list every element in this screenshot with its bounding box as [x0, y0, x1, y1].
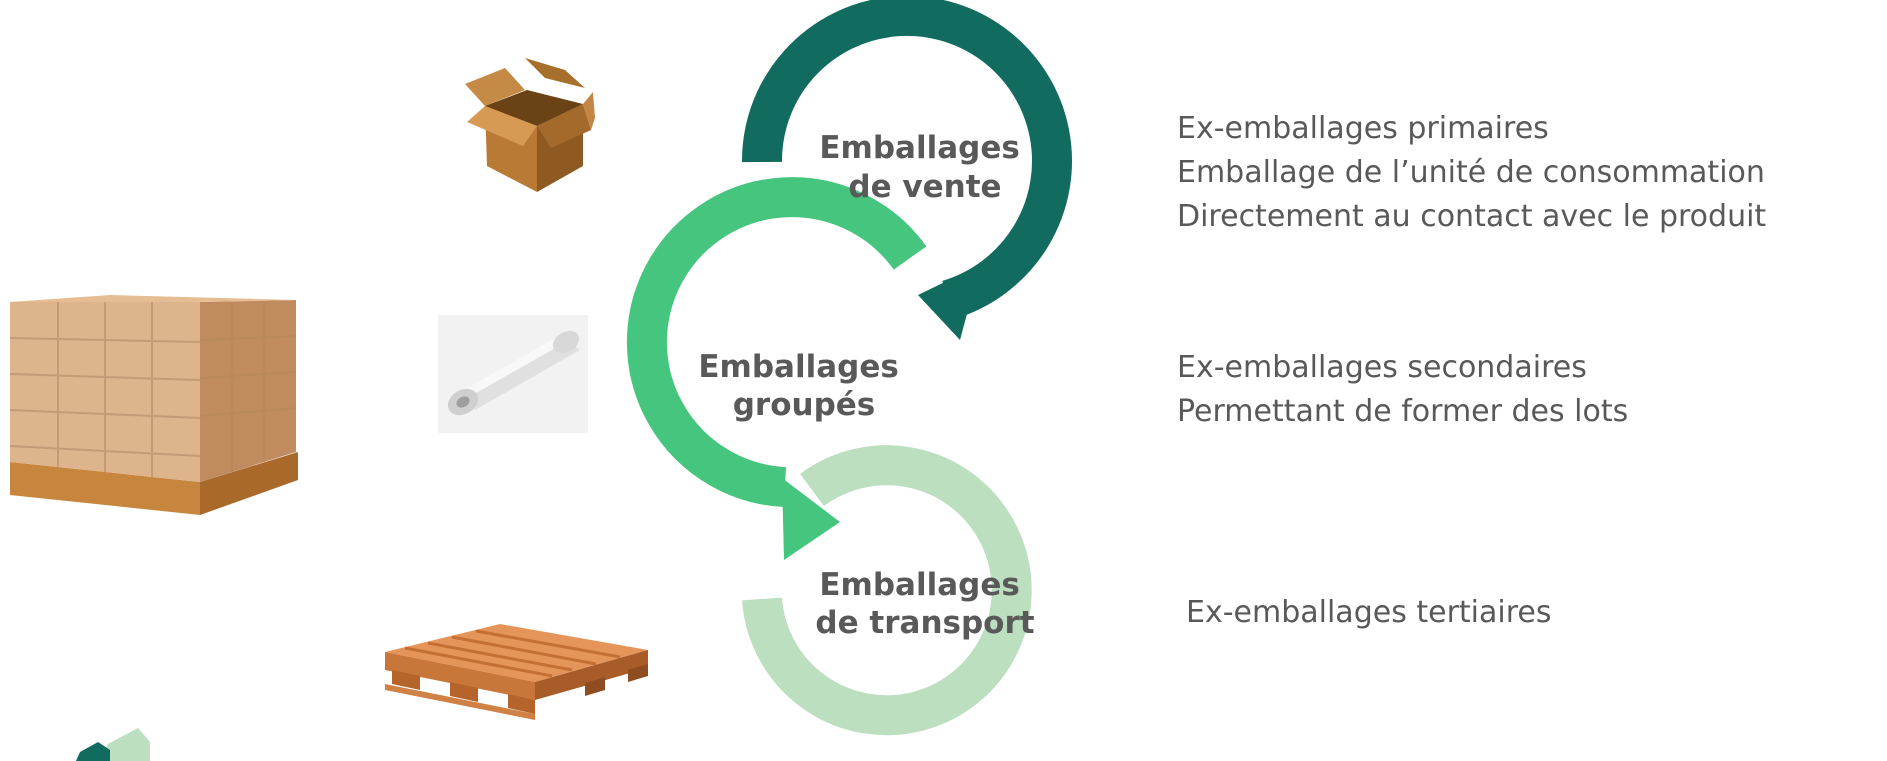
stage-groupes-label-line1: Emballages [698, 349, 898, 385]
logo-icon [76, 728, 150, 761]
stage-vente-label-line1: Emballages [819, 130, 1019, 166]
ring-vente [741, 0, 1072, 320]
stage-transport-label-line2: de transport [815, 605, 1034, 641]
stage-groupes-label: Emballages groupés [698, 349, 909, 423]
stage-groupes-description: Ex-emballages secondaires Permettant de … [1177, 350, 1628, 429]
stage-vente-desc-line3: Directement au contact avec le produit [1177, 199, 1766, 234]
stage-vente-desc-line1: Ex-emballages primaires [1177, 111, 1549, 146]
stage-transport-desc-line1: Ex-emballages tertiaires [1186, 595, 1552, 630]
stage-transport-label-line1: Emballages [819, 567, 1019, 603]
stage-transport-description: Ex-emballages tertiaires [1186, 595, 1552, 630]
wooden-pallet-icon [385, 624, 648, 720]
stage-vente-label: Emballages de vente [819, 130, 1030, 205]
cardboard-box-icon [465, 58, 595, 192]
stage-vente-label-line2: de vente [848, 169, 1001, 205]
stage-groupes-desc-line1: Ex-emballages secondaires [1177, 350, 1587, 385]
ring-groupes [626, 177, 927, 507]
ring-vente-arrowhead [918, 265, 980, 340]
stage-vente-description: Ex-emballages primaires Emballage de l’u… [1177, 111, 1774, 234]
ring-groupes-arrowhead [782, 478, 840, 560]
stage-vente-desc-line2: Emballage de l’unité de consommation [1177, 155, 1765, 190]
stretch-film-roll-icon [438, 315, 588, 433]
wrapped-pallet-icon [9, 295, 298, 515]
stage-groupes-label-line2: groupés [733, 387, 876, 423]
stage-transport-label: Emballages de transport [815, 567, 1034, 641]
stage-groupes-desc-line2: Permettant de former des lots [1177, 394, 1628, 429]
ring-transport [742, 445, 1032, 736]
